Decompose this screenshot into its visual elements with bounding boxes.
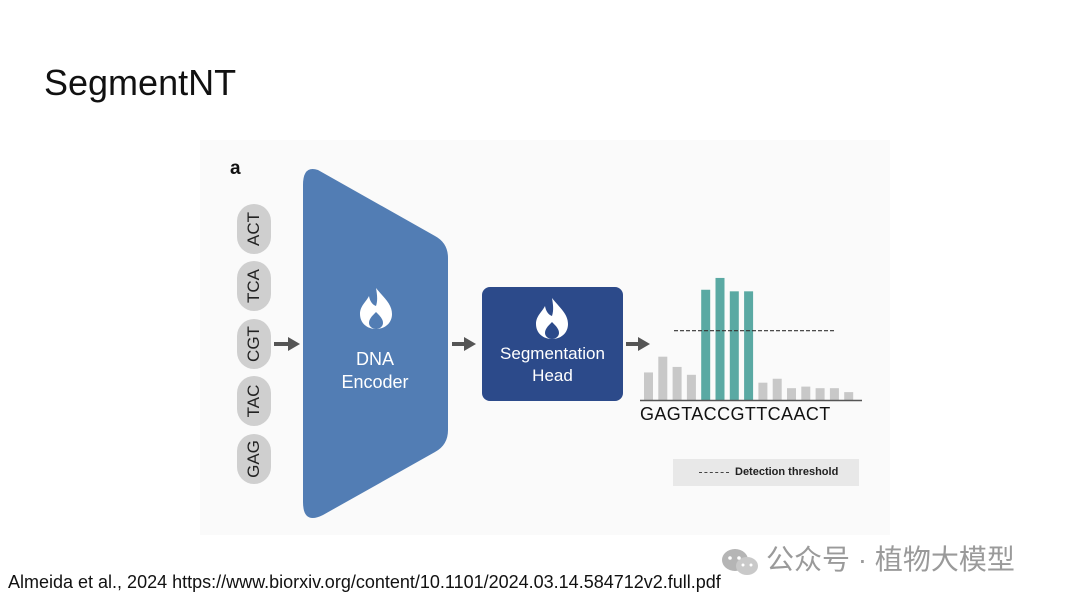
arrow-right-icon [626, 337, 650, 351]
bar [772, 378, 782, 400]
head-label-line1: Segmentation [500, 344, 605, 363]
encoder-label-line1: DNA [355, 349, 394, 369]
bar [829, 388, 839, 400]
slide-title: SegmentNT [44, 62, 237, 103]
legend-label: Detection threshold [735, 466, 839, 478]
bar [672, 366, 682, 400]
bar [844, 392, 854, 400]
segmentation-head-box [482, 287, 623, 401]
flame-icon [360, 288, 392, 329]
bar [686, 374, 696, 400]
arrow-right-icon [452, 337, 476, 351]
panel-label: a [230, 158, 241, 179]
bar [801, 386, 811, 400]
bar [758, 382, 768, 400]
head-label: Segmentation Head [482, 343, 623, 387]
arrow-right-icon [274, 337, 300, 351]
token-pill: ACT [237, 204, 271, 254]
token-pill: CGT [237, 319, 271, 369]
bar [787, 388, 796, 400]
head-label-line2: Head [532, 366, 573, 385]
bar [701, 289, 711, 400]
flame-icon [536, 298, 568, 339]
wechat-icon [722, 548, 758, 575]
token-pill: TAC [237, 376, 271, 426]
bar [644, 372, 653, 400]
watermark-text: 公众号 · 植物大模型 [766, 544, 1015, 575]
threshold-legend-swatch [699, 472, 729, 473]
bar [715, 277, 725, 400]
token-pill: TCA [237, 261, 271, 311]
bar [815, 388, 825, 400]
dna-encoder-shape [303, 169, 448, 519]
sequence-label: GAGTACCGTTCAACT [640, 404, 831, 424]
bar [744, 291, 754, 400]
bar [658, 356, 668, 400]
token-pill: GAG [237, 434, 271, 484]
bar-chart [640, 277, 862, 402]
citation: Almeida et al., 2024 https://www.biorxiv… [8, 572, 721, 592]
encoder-label: DNA Encoder [300, 348, 450, 394]
encoder-label-line2: Encoder [341, 372, 409, 392]
bar [729, 291, 739, 400]
legend: Detection threshold [673, 459, 859, 486]
watermark: 公众号 · 植物大模型 [720, 538, 1015, 578]
